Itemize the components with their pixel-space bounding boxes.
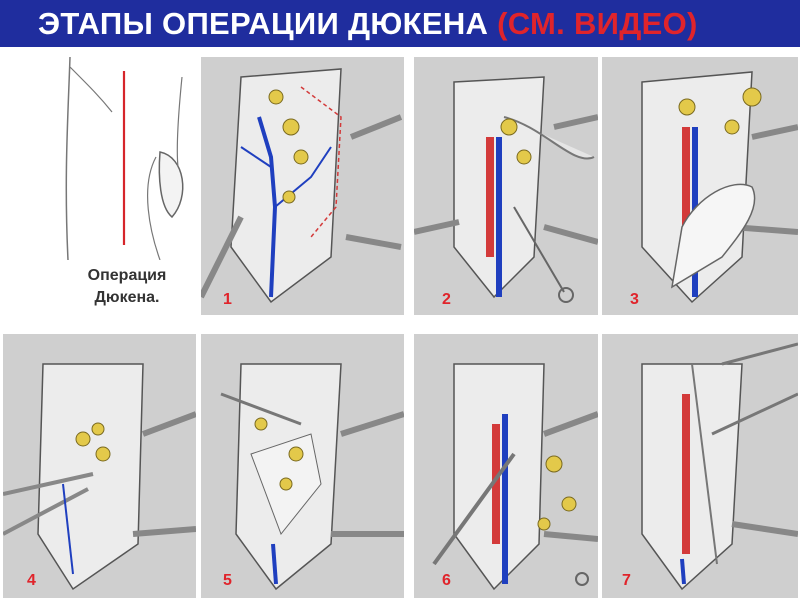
surgery-step-panel-2: 2 (414, 57, 598, 315)
surgery-step-7-drawing (641, 342, 798, 591)
figure-caption: Операция Дюкена. (52, 265, 202, 309)
title-main: ЭТАПЫ ОПЕРАЦИИ ДЮКЕНА (38, 6, 489, 41)
panel-4-number: 4 (27, 572, 36, 589)
surgery-step-panel-5: 5 (201, 334, 404, 598)
page-title: ЭТАПЫ ОПЕРАЦИИ ДЮКЕНА (СМ. ВИДЕО) (38, 5, 698, 43)
surgery-step-3-drawing (641, 71, 798, 304)
surgery-step-panel-3: 3 (602, 57, 798, 315)
leg-incision-illustration (60, 56, 188, 261)
surgery-step-panel-4: 4 (3, 334, 196, 598)
surgery-step-panel-6: 6 (414, 334, 598, 598)
header-bar: ЭТАПЫ ОПЕРАЦИИ ДЮКЕНА (СМ. ВИДЕО) (0, 0, 800, 47)
panel-7-number: 7 (622, 572, 631, 589)
surgery-step-panel-7: 7 (602, 334, 798, 598)
surgery-step-panel-1: 1 (201, 57, 404, 315)
panel-2-number: 2 (442, 291, 451, 308)
surgery-step-6-drawing (432, 363, 598, 591)
surgeon-hand (670, 183, 756, 289)
leg-outline-drawing (65, 56, 184, 261)
caption-line-2: Дюкена. (94, 289, 160, 306)
title-accent: (СМ. ВИДЕО) (497, 6, 698, 41)
surgery-step-5-drawing (220, 363, 404, 591)
panel-1-number: 1 (223, 291, 232, 308)
surgery-step-4-drawing (3, 363, 196, 591)
panel-5-number: 5 (223, 572, 232, 589)
panel-6-number: 6 (442, 572, 451, 589)
surgery-step-2-drawing (414, 76, 598, 303)
caption-line-1: Операция (87, 267, 167, 284)
surgery-step-1-drawing (201, 68, 403, 304)
panel-3-number: 3 (630, 291, 639, 308)
